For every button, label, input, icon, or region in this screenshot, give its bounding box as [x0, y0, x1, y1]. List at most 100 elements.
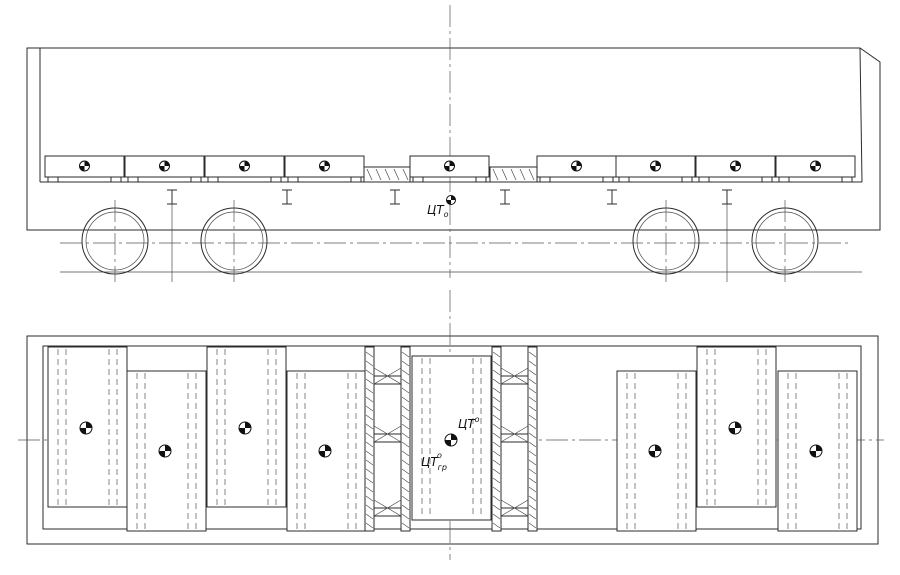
cargo-box-plan [47, 346, 128, 508]
rail-hatch [401, 477, 410, 484]
box-foot [110, 176, 122, 183]
frame-brace [500, 367, 529, 385]
rail-hatch [528, 369, 537, 376]
frame-brace [373, 367, 402, 385]
rail-hatch [528, 522, 537, 529]
cargo-box-plan [777, 370, 858, 532]
wagon-body-outline [26, 47, 881, 231]
rail-hatch [528, 387, 537, 394]
box-foot [47, 176, 59, 183]
side-view: ЦТо [26, 5, 881, 282]
rail-hatch [365, 459, 374, 466]
cargo-row-side [44, 155, 856, 183]
rail-hatch [492, 504, 501, 511]
cargo-box-plan [696, 346, 777, 508]
box-foot [698, 176, 710, 183]
cg-marker-icon [239, 160, 250, 172]
frame-crossbar [500, 507, 529, 517]
box-foot [778, 176, 790, 183]
box-foot [190, 176, 202, 183]
spacer-hatch [501, 168, 508, 181]
rail-hatch [365, 405, 374, 412]
rail-hatch [365, 441, 374, 448]
box-foot [539, 176, 551, 183]
spacer-row-side [363, 166, 538, 183]
frame-crossbar [500, 433, 529, 443]
cg-marker-icon [650, 160, 661, 172]
wagon-cg-label: ЦТо [427, 203, 449, 219]
rail-hatch [401, 414, 410, 421]
rail-hatch [528, 378, 537, 385]
rail-hatch [401, 522, 410, 529]
rail-hatch [401, 423, 410, 430]
rail-hatch [365, 369, 374, 376]
cg-marker-icon [730, 160, 741, 172]
box-foot [287, 176, 299, 183]
rail-hatch [528, 450, 537, 457]
rail-hatch [528, 504, 537, 511]
rail-hatch [365, 414, 374, 421]
spacer-hatch [510, 168, 517, 181]
rail-hatch [492, 423, 501, 430]
cg-marker-icon [571, 160, 582, 172]
rail-hatch [492, 441, 501, 448]
rail-hatch [492, 387, 501, 394]
cg-marker-icon [444, 160, 455, 172]
frame-crossbar [373, 433, 402, 443]
rail-hatch [365, 468, 374, 475]
rail-hatch [528, 468, 537, 475]
cargo-box-plan [286, 370, 367, 532]
cg-marker-icon [319, 160, 330, 172]
wagon-cg-marker [446, 195, 456, 205]
cg-marker-icon [318, 444, 332, 458]
box-foot [761, 176, 773, 183]
plan-view: ЦТо ЦТгро [18, 290, 884, 560]
cg-marker-icon [158, 444, 172, 458]
cargo-box-plan [616, 370, 697, 532]
rail-hatch [401, 396, 410, 403]
frame-crossbar [500, 375, 529, 385]
rail-hatch [492, 396, 501, 403]
cargo-cg-label: ЦТгро [421, 451, 447, 472]
rail-hatch [528, 432, 537, 439]
cg-marker-icon [444, 433, 458, 447]
wagon-end-wall-right [859, 47, 863, 183]
rail-hatch [528, 423, 537, 430]
rail-hatch [492, 405, 501, 412]
rail-hatch [528, 459, 537, 466]
rail-hatch [365, 396, 374, 403]
rail-hatch [401, 387, 410, 394]
spacer-hatch [519, 168, 526, 181]
rail-hatch [365, 477, 374, 484]
box-foot [270, 176, 282, 183]
rail-hatch [401, 369, 410, 376]
rail-hatch [401, 432, 410, 439]
box-foot [207, 176, 219, 183]
rail-hatch [365, 423, 374, 430]
rail-hatch [401, 513, 410, 520]
rail-hatch [365, 486, 374, 493]
cg-marker-icon [79, 421, 93, 435]
frame-brace [500, 425, 529, 443]
floor-supports [167, 189, 732, 282]
frame-brace [373, 499, 402, 517]
rail-hatch [365, 351, 374, 358]
rail-hatch [528, 513, 537, 520]
cg-marker-icon [159, 160, 170, 172]
cg-marker-icon [809, 444, 823, 458]
rail-hatch [401, 450, 410, 457]
rail-hatch [401, 351, 410, 358]
box-foot [841, 176, 853, 183]
spacer-hatch [402, 168, 409, 181]
rail-hatch [365, 504, 374, 511]
frame-crossbar [373, 507, 402, 517]
rail-hatch [528, 486, 537, 493]
rail-hatch [528, 414, 537, 421]
frame-brace [373, 425, 402, 443]
cargo-box-plan [126, 370, 207, 532]
spacer-hatch [366, 168, 373, 181]
cg-marker-icon [238, 421, 252, 435]
rail-hatch [401, 405, 410, 412]
